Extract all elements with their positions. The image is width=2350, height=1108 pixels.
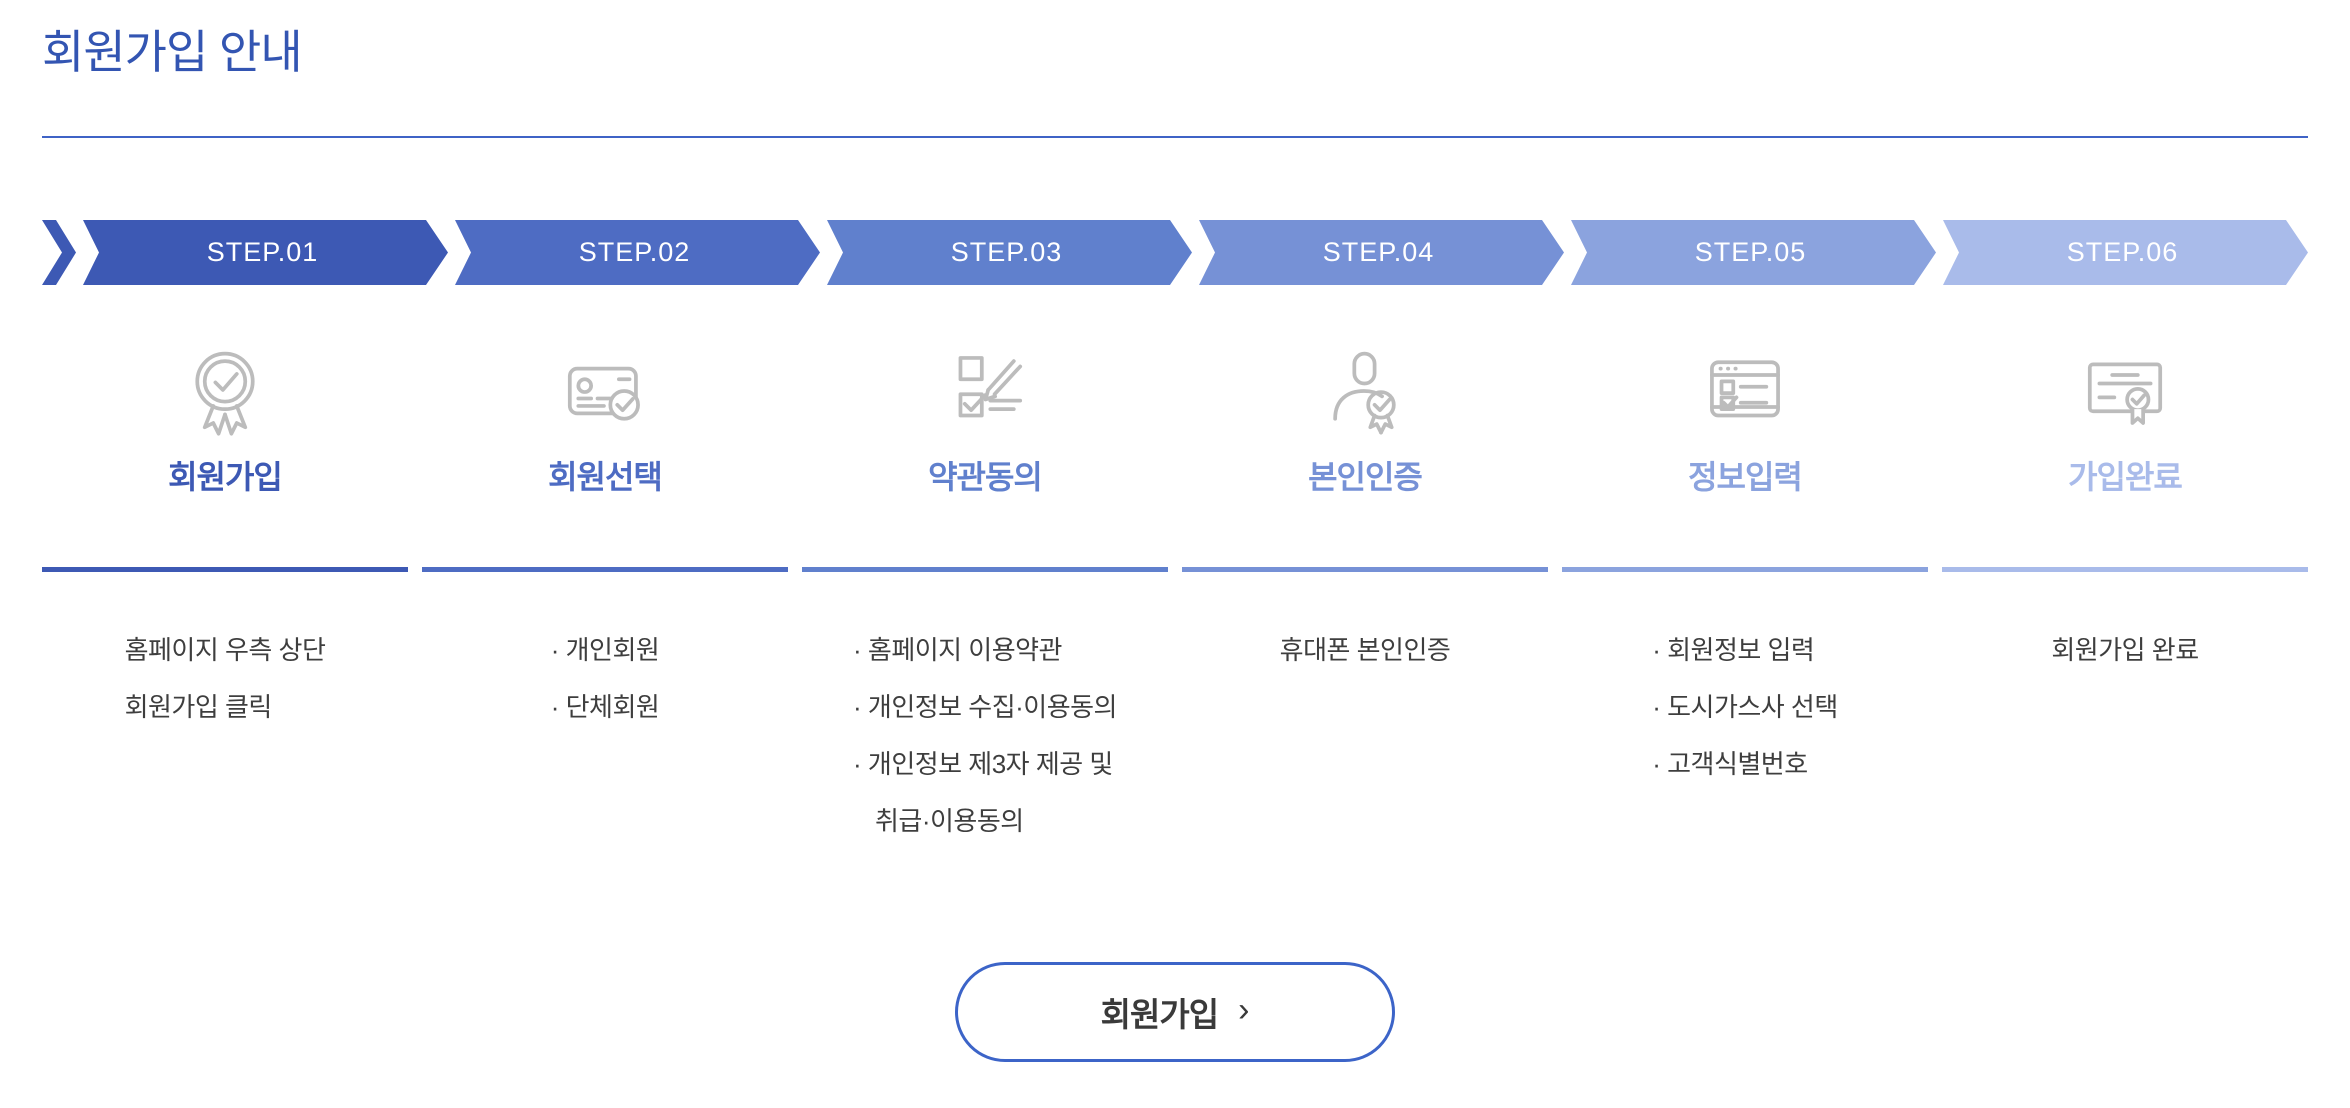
browser-form-icon <box>1710 360 1780 418</box>
step-icon-box <box>42 341 408 441</box>
step-desc-line: 회원가입 클릭 <box>124 692 273 722</box>
step-arrow: STEP.02 <box>455 220 820 285</box>
step-underline <box>1942 567 2308 572</box>
step-name: 가입완료 <box>2068 459 2183 495</box>
step-icon-box <box>422 341 788 441</box>
idcard-check-icon <box>567 366 640 421</box>
step-name: 약관동의 <box>928 459 1043 495</box>
chevron-right-icon: › <box>1238 991 1250 1029</box>
step-description: · 회원정보 입력 · 도시가스사 선택 · 고객식별번호 <box>1562 622 1928 793</box>
step-icon-box <box>1942 341 2308 441</box>
step-arrow: STEP.06 <box>1943 220 2308 285</box>
step-description: 회원가입 완료 <box>1942 622 2308 679</box>
step-description-lines: · 개인회원 · 단체회원 <box>551 622 660 736</box>
step-desc-line: · 단체회원 <box>550 692 660 722</box>
step-name: 회원선택 <box>548 459 663 495</box>
step-desc-line: · 도시가스사 선택 <box>1652 692 1838 722</box>
step-name: 정보입력 <box>1688 459 1803 495</box>
step-column: 정보입력 · 회원정보 입력 · 도시가스사 선택 · 고객식별번호 <box>1562 285 1928 850</box>
title-divider <box>42 136 2308 138</box>
step-desc-line: · 고객식별번호 <box>1652 749 1808 779</box>
step-desc-line: · 개인회원 <box>550 635 660 665</box>
step-underline <box>422 567 788 572</box>
step-underline <box>1182 567 1548 572</box>
signup-button-label: 회원가입 <box>1100 996 1219 1033</box>
step-column: 본인인증 휴대폰 본인인증 <box>1182 285 1548 850</box>
step-desc-line: · 개인정보 제3자 제공 및 <box>853 749 1113 779</box>
step-desc-line: 휴대폰 본인인증 <box>1279 635 1451 665</box>
step-desc-line: · 개인정보 수집·이용동의 <box>853 692 1117 722</box>
step-underline <box>802 567 1168 572</box>
step-desc-line: · 홈페이지 이용약관 <box>853 635 1062 665</box>
step-column: 가입완료 회원가입 완료 <box>1942 285 2308 850</box>
step-description-lines: 회원가입 완료 <box>2051 622 2199 679</box>
step-description-lines: · 홈페이지 이용약관 · 개인정보 수집·이용동의 · 개인정보 제3자 제공 및… <box>853 622 1117 850</box>
step-arrow-label: STEP.05 <box>1694 237 1807 267</box>
step-arrow: STEP.01 <box>83 220 448 285</box>
step-desc-line: 취급·이용동의 <box>875 806 1024 836</box>
step-arrow-label: STEP.06 <box>2066 237 2179 267</box>
step-arrow-label: STEP.04 <box>1322 237 1435 267</box>
step-name: 본인인증 <box>1308 459 1423 495</box>
step-arrow: STEP.03 <box>827 220 1192 285</box>
step-desc-line: 홈페이지 우측 상단 <box>124 635 326 665</box>
signup-button[interactable]: 회원가입 › <box>955 962 1395 1062</box>
step-icon-box <box>1182 341 1548 441</box>
step-arrow-label: STEP.03 <box>950 237 1063 267</box>
medal-check-icon <box>195 351 255 436</box>
step-description: · 개인회원 · 단체회원 <box>422 622 788 736</box>
step-desc-line: · 회원정보 입력 <box>1652 635 1815 665</box>
step-desc-line: 회원가입 완료 <box>2051 635 2199 665</box>
step-description-lines: · 회원정보 입력 · 도시가스사 선택 · 고객식별번호 <box>1652 622 1838 793</box>
button-row: 회원가입 › <box>42 962 2308 1062</box>
lead-chevron-icon <box>42 220 76 285</box>
step-underline <box>1562 567 1928 572</box>
step-description: 휴대폰 본인인증 <box>1182 622 1548 679</box>
step-description-lines: 휴대폰 본인인증 <box>1280 622 1451 679</box>
person-badge-icon <box>1333 351 1396 435</box>
step-arrow-label: STEP.01 <box>206 237 319 267</box>
step-arrow: STEP.05 <box>1571 220 1936 285</box>
page-title: 회원가입 안내 <box>42 26 303 78</box>
step-name: 회원가입 <box>168 459 283 495</box>
step-arrow: STEP.04 <box>1199 220 1564 285</box>
step-icon-box <box>802 341 1168 441</box>
terms-pen-icon <box>958 356 1023 418</box>
step-column: 회원선택 · 개인회원 · 단체회원 <box>422 285 788 850</box>
step-description: · 홈페이지 이용약관 · 개인정보 수집·이용동의 · 개인정보 제3자 제공 및… <box>802 622 1168 850</box>
step-arrow-label: STEP.02 <box>578 237 691 267</box>
step-underline <box>42 567 408 572</box>
steps-arrow-row: STEP.01 STEP.02 STEP.03 STEP.04 STEP.05 … <box>42 220 2308 285</box>
step-column: 약관동의 · 홈페이지 이용약관 · 개인정보 수집·이용동의 · 개인정보 제3자… <box>802 285 1168 850</box>
step-icon-box <box>1562 341 1928 441</box>
certificate-icon <box>2087 362 2163 425</box>
